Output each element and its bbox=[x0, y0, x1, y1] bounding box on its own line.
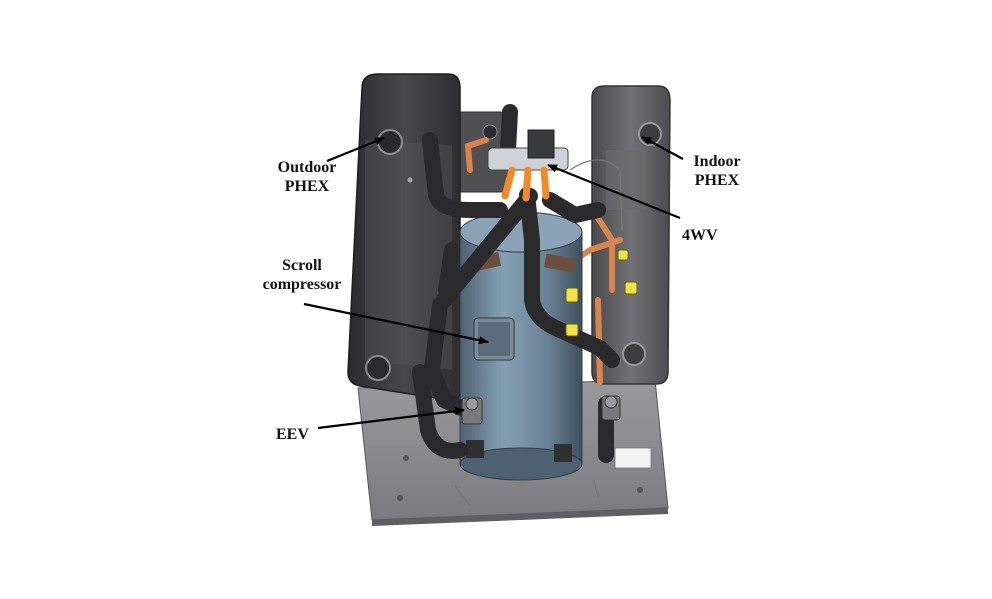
label-4wv-text: 4WV bbox=[682, 227, 718, 244]
four-way-valve-shape bbox=[487, 129, 569, 202]
outdoor-phex-shape bbox=[347, 73, 461, 402]
label-scroll-compressor-line2: compressor bbox=[262, 276, 342, 293]
label-scroll-compressor-line1: Scroll bbox=[282, 257, 322, 274]
arrow-indoor-phex bbox=[641, 136, 684, 160]
label-outdoor-phex: Outdoor PHEX bbox=[268, 158, 346, 196]
insulated-piping bbox=[412, 104, 620, 463]
leader-arrows bbox=[303, 136, 684, 430]
arrow-4wv bbox=[547, 163, 681, 220]
label-outdoor-phex-line2: PHEX bbox=[284, 178, 330, 195]
label-indoor-phex-line2: PHEX bbox=[694, 172, 740, 189]
arrow-outdoor-phex bbox=[326, 136, 385, 163]
sensor-wiring bbox=[454, 159, 623, 506]
label-indoor-phex-line1: Indoor bbox=[693, 153, 741, 170]
arrow-scroll-compressor bbox=[303, 302, 489, 345]
scroll-compressor-shape bbox=[459, 211, 583, 481]
indoor-phex-shape bbox=[591, 85, 671, 385]
eev-valve-shape bbox=[461, 395, 621, 425]
label-4wv: 4WV bbox=[682, 226, 718, 245]
service-valve-caps bbox=[565, 249, 638, 337]
arrow-eev bbox=[317, 407, 465, 430]
label-outdoor-phex-line1: Outdoor bbox=[277, 159, 337, 176]
label-eev-text: EEV bbox=[276, 426, 309, 443]
label-eev: EEV bbox=[276, 425, 309, 444]
label-indoor-phex: Indoor PHEX bbox=[682, 152, 752, 190]
label-scroll-compressor: Scroll compressor bbox=[254, 256, 350, 294]
